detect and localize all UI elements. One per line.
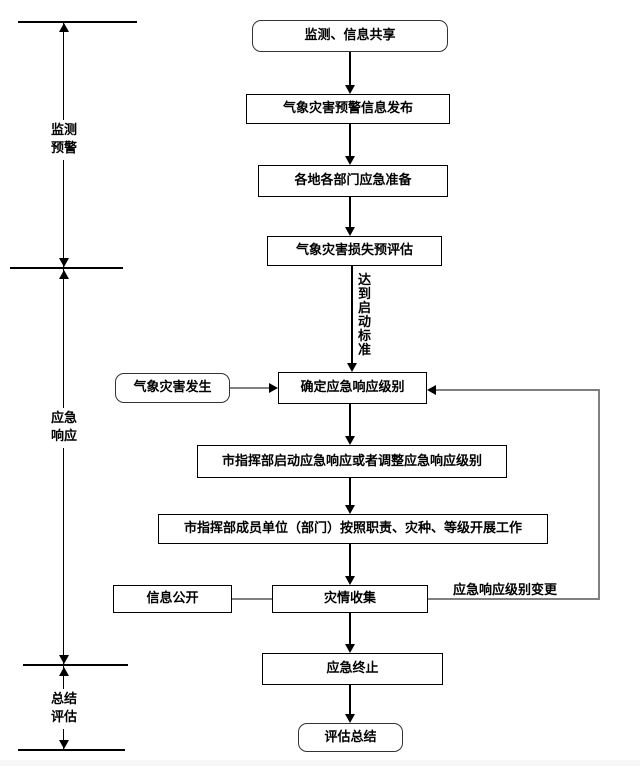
arrow2-head-icon <box>345 156 355 165</box>
arrow7-head-icon <box>345 576 355 585</box>
node-evaluate-summary: 评估总结 <box>298 723 403 752</box>
arrow8-head-icon <box>345 644 355 653</box>
node-start-or-adjust-label: 市指挥部启动应急响应或者调整应急响应级别 <box>221 453 482 469</box>
node-evaluate-summary-label: 评估总结 <box>324 729 377 745</box>
phase-label-summary-evaluation: 总结 评估 <box>44 689 84 729</box>
feedback-line-top <box>435 389 600 391</box>
bottom-edge-strip <box>0 760 640 766</box>
arrow6-shaft <box>349 478 351 508</box>
phase1-line1: 监测 <box>50 123 77 138</box>
node-determine-level-label: 确定应急响应级别 <box>300 380 405 396</box>
arrow1-shaft <box>349 52 351 87</box>
arrow4-shaft <box>351 266 353 365</box>
phase-boundary-bottom <box>18 749 125 751</box>
node-members-work: 市指挥部成员单位（部门）按照职责、灾种、等级开展工作 <box>158 514 548 544</box>
arrow9-shaft <box>349 685 351 717</box>
node-disaster-occur: 气象灾害发生 <box>115 373 230 403</box>
node-start-or-adjust: 市指挥部启动应急响应或者调整应急响应级别 <box>197 445 507 478</box>
feedback-line-bottom <box>428 598 600 600</box>
phase1-line2: 预警 <box>50 141 77 156</box>
arrow2-shaft <box>349 124 351 158</box>
phase3-arrowhead-down-icon <box>59 740 69 749</box>
phase2-arrowhead-down-icon <box>59 655 69 664</box>
edge-label-level-change: 应急响应级别变更 <box>453 579 558 598</box>
connector-occur-shaft <box>230 387 270 389</box>
arrow8-shaft <box>349 613 351 647</box>
phase3-arrowhead-up-icon <box>59 667 69 676</box>
connector-info-public <box>232 598 272 600</box>
phase-label-monitor-warning: 监测 预警 <box>44 120 84 160</box>
node-info-public: 信息公开 <box>113 585 232 613</box>
node-dept-prepare: 各地各部门应急准备 <box>258 165 448 197</box>
arrow3-shaft <box>349 197 351 229</box>
node-emergency-end: 应急终止 <box>262 653 443 685</box>
node-disaster-occur-label: 气象灾害发生 <box>133 380 212 396</box>
arrow1-head-icon <box>345 85 355 94</box>
node-dept-prepare-label: 各地各部门应急准备 <box>294 173 412 189</box>
arrow6-head-icon <box>345 505 355 514</box>
node-loss-preassess: 气象灾害损失预评估 <box>267 236 442 266</box>
arrow4-head-icon <box>347 363 357 372</box>
node-monitor-share: 监测、信息共享 <box>252 20 448 52</box>
node-disaster-collect: 灾情收集 <box>272 585 428 613</box>
edge-label-reach-standard: 达到启动标准 <box>357 273 372 358</box>
node-warning-release: 气象灾害预警信息发布 <box>246 94 450 124</box>
phase1-arrowhead-up-icon <box>59 23 69 32</box>
phase2-rail-line <box>63 269 64 664</box>
phase3-line2: 评估 <box>50 710 77 725</box>
arrow7-shaft <box>349 544 351 579</box>
arrow5-shaft <box>349 404 351 438</box>
node-emergency-end-label: 应急终止 <box>326 661 379 677</box>
phase-boundary-1 <box>10 267 123 269</box>
connector-occur-head-icon <box>269 383 278 393</box>
node-members-work-label: 市指挥部成员单位（部门）按照职责、灾种、等级开展工作 <box>183 521 522 537</box>
phase-boundary-top <box>18 21 137 23</box>
arrow5-head-icon <box>345 436 355 445</box>
node-monitor-share-label: 监测、信息共享 <box>304 28 396 44</box>
phase1-arrowhead-down-icon <box>59 258 69 267</box>
feedback-head-icon <box>427 385 436 395</box>
node-loss-preassess-label: 气象灾害损失预评估 <box>295 243 413 259</box>
node-info-public-label: 信息公开 <box>146 591 199 607</box>
phase-label-emergency-response: 应急 响应 <box>44 408 84 448</box>
phase2-line1: 应急 <box>50 411 77 426</box>
node-disaster-collect-label: 灾情收集 <box>323 591 376 607</box>
phase3-line1: 总结 <box>50 692 77 707</box>
arrow3-head-icon <box>345 227 355 236</box>
phase-boundary-2 <box>23 664 128 666</box>
node-determine-level: 确定应急响应级别 <box>278 372 427 404</box>
feedback-line-right <box>598 389 600 600</box>
phase2-arrowhead-up-icon <box>59 270 69 279</box>
phase2-line2: 响应 <box>50 429 77 444</box>
arrow9-head-icon <box>345 714 355 723</box>
node-warning-release-label: 气象灾害预警信息发布 <box>282 101 413 117</box>
